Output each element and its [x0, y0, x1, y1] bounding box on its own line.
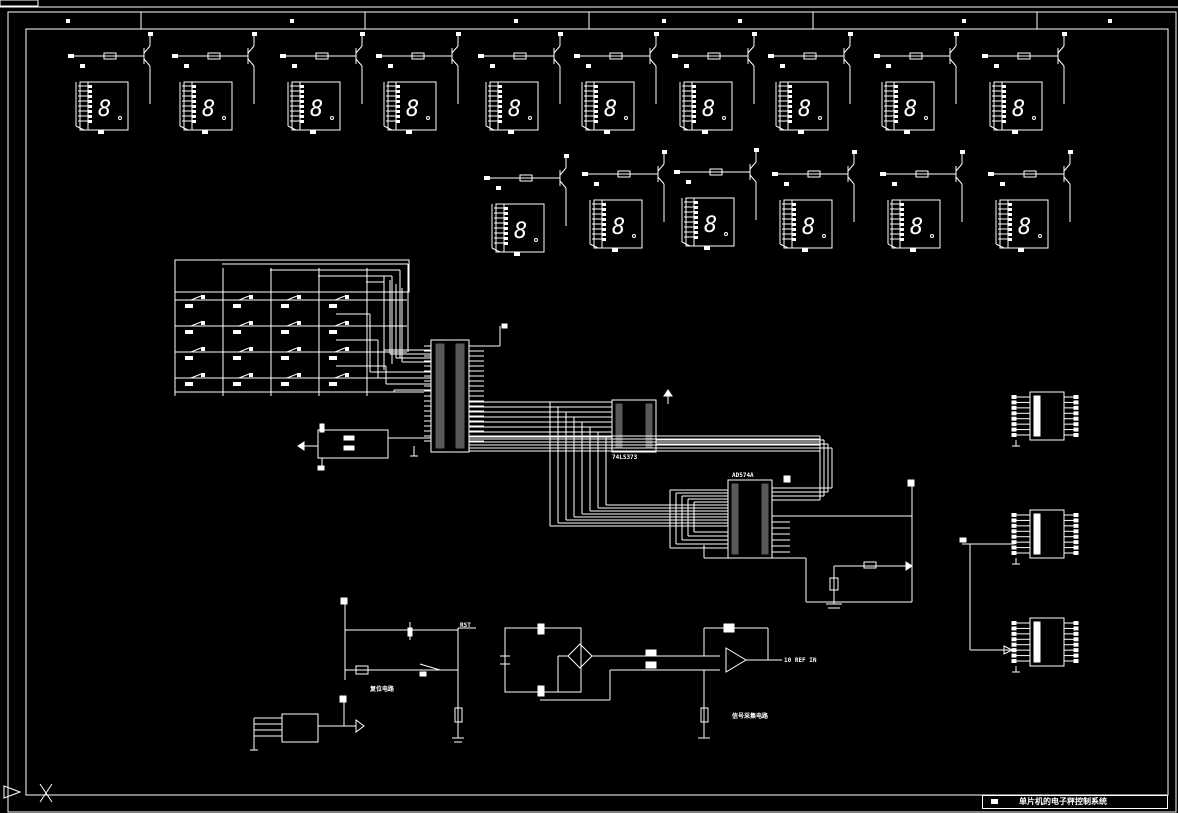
display-digit: 8: [904, 97, 917, 122]
display-digit: 8: [910, 215, 923, 240]
seven-segment-display: 8: [376, 32, 461, 134]
keypad-key: [327, 295, 359, 308]
keypad-key: [231, 321, 263, 334]
data-bus: [469, 401, 833, 553]
right-interface-chips: [959, 391, 1079, 673]
keypad-key: [231, 347, 263, 360]
power-chip: [250, 695, 365, 751]
adc-ref-circuit: [703, 479, 915, 609]
keypad-key: [327, 373, 359, 386]
seven-segment-display: 8: [982, 32, 1067, 134]
display-digit: 8: [310, 97, 323, 122]
reset-circuit-caption: 复位电路: [369, 685, 395, 693]
ucs-axis-icon: [3, 783, 53, 803]
title-block-mark: [991, 799, 998, 804]
seven-segment-display: 8: [768, 32, 853, 134]
seven-segment-display: 8: [874, 32, 959, 134]
seven-segment-display: 8: [484, 154, 569, 256]
seven-segment-display: 8: [478, 32, 563, 134]
keypad-key: [183, 373, 215, 386]
seven-segment-display: 8: [672, 32, 757, 134]
seven-segment-display: 8: [880, 150, 965, 252]
keypad-key: [327, 347, 359, 360]
keypad-key: [279, 295, 311, 308]
seven-segment-display: 8: [574, 32, 659, 134]
title-block-text: 单片机的电子秤控制系统: [1019, 797, 1107, 806]
keypad-key: [279, 347, 311, 360]
display-digit: 8: [98, 97, 111, 122]
keypad-key: [279, 373, 311, 386]
seven-segment-display: 8: [988, 150, 1073, 252]
title-block: 单片机的电子秤控制系统: [982, 795, 1168, 809]
display-row-middle: 8 8 8 8 8 8: [484, 148, 1073, 256]
display-digit: 8: [612, 215, 625, 240]
latch-chip-label: 74LS373: [612, 454, 638, 461]
keypad-key: [183, 321, 215, 334]
display-row-top: 8 8 8 8 8 8 8 8 8 8: [68, 32, 1067, 134]
display-digit: 8: [798, 97, 811, 122]
interface-chip: [1011, 391, 1079, 447]
display-digit: 8: [202, 97, 215, 122]
display-digit: 8: [702, 97, 715, 122]
signal-acquisition-circuit: [500, 623, 782, 739]
display-digit: 8: [802, 215, 815, 240]
keypad-key: [327, 321, 359, 334]
seven-segment-display: 8: [674, 148, 759, 250]
crystal-block: [297, 423, 431, 471]
display-digit: 8: [604, 97, 617, 122]
keypad-matrix: [174, 259, 410, 396]
adc-chip: [727, 475, 791, 559]
seven-segment-display: 8: [172, 32, 257, 134]
adc-chip-label: AD574A: [732, 472, 754, 479]
mcu-pins: [424, 345, 484, 442]
seven-segment-display: 8: [280, 32, 365, 134]
ref-in-label: 10 REF IN: [784, 657, 817, 664]
keypad-key: [183, 295, 215, 308]
signal-circuit-caption: 信号采集电路: [732, 712, 769, 720]
keypad-key: [183, 347, 215, 360]
frame-tick-marks: [66, 19, 1112, 23]
interface-chip: [1011, 617, 1079, 673]
latch-chip: [611, 389, 673, 453]
display-digit: 8: [704, 213, 717, 238]
seven-segment-display: 8: [582, 150, 667, 252]
reset-circuit: [340, 597, 476, 743]
display-digit: 8: [1018, 215, 1031, 240]
keypad-key: [279, 321, 311, 334]
display-digit: 8: [514, 219, 527, 244]
display-digit: 8: [406, 97, 419, 122]
rst-label: RST: [460, 622, 471, 629]
interface-chip: [1011, 509, 1079, 565]
display-digit: 8: [1012, 97, 1025, 122]
seven-segment-display: 8: [68, 32, 153, 134]
keypad-key: [231, 373, 263, 386]
drawing-frame: [7, 11, 1177, 813]
seven-segment-display: 8: [772, 150, 857, 252]
keypad-bus: [174, 260, 431, 393]
keypad-key: [231, 295, 263, 308]
display-digit: 8: [508, 97, 521, 122]
